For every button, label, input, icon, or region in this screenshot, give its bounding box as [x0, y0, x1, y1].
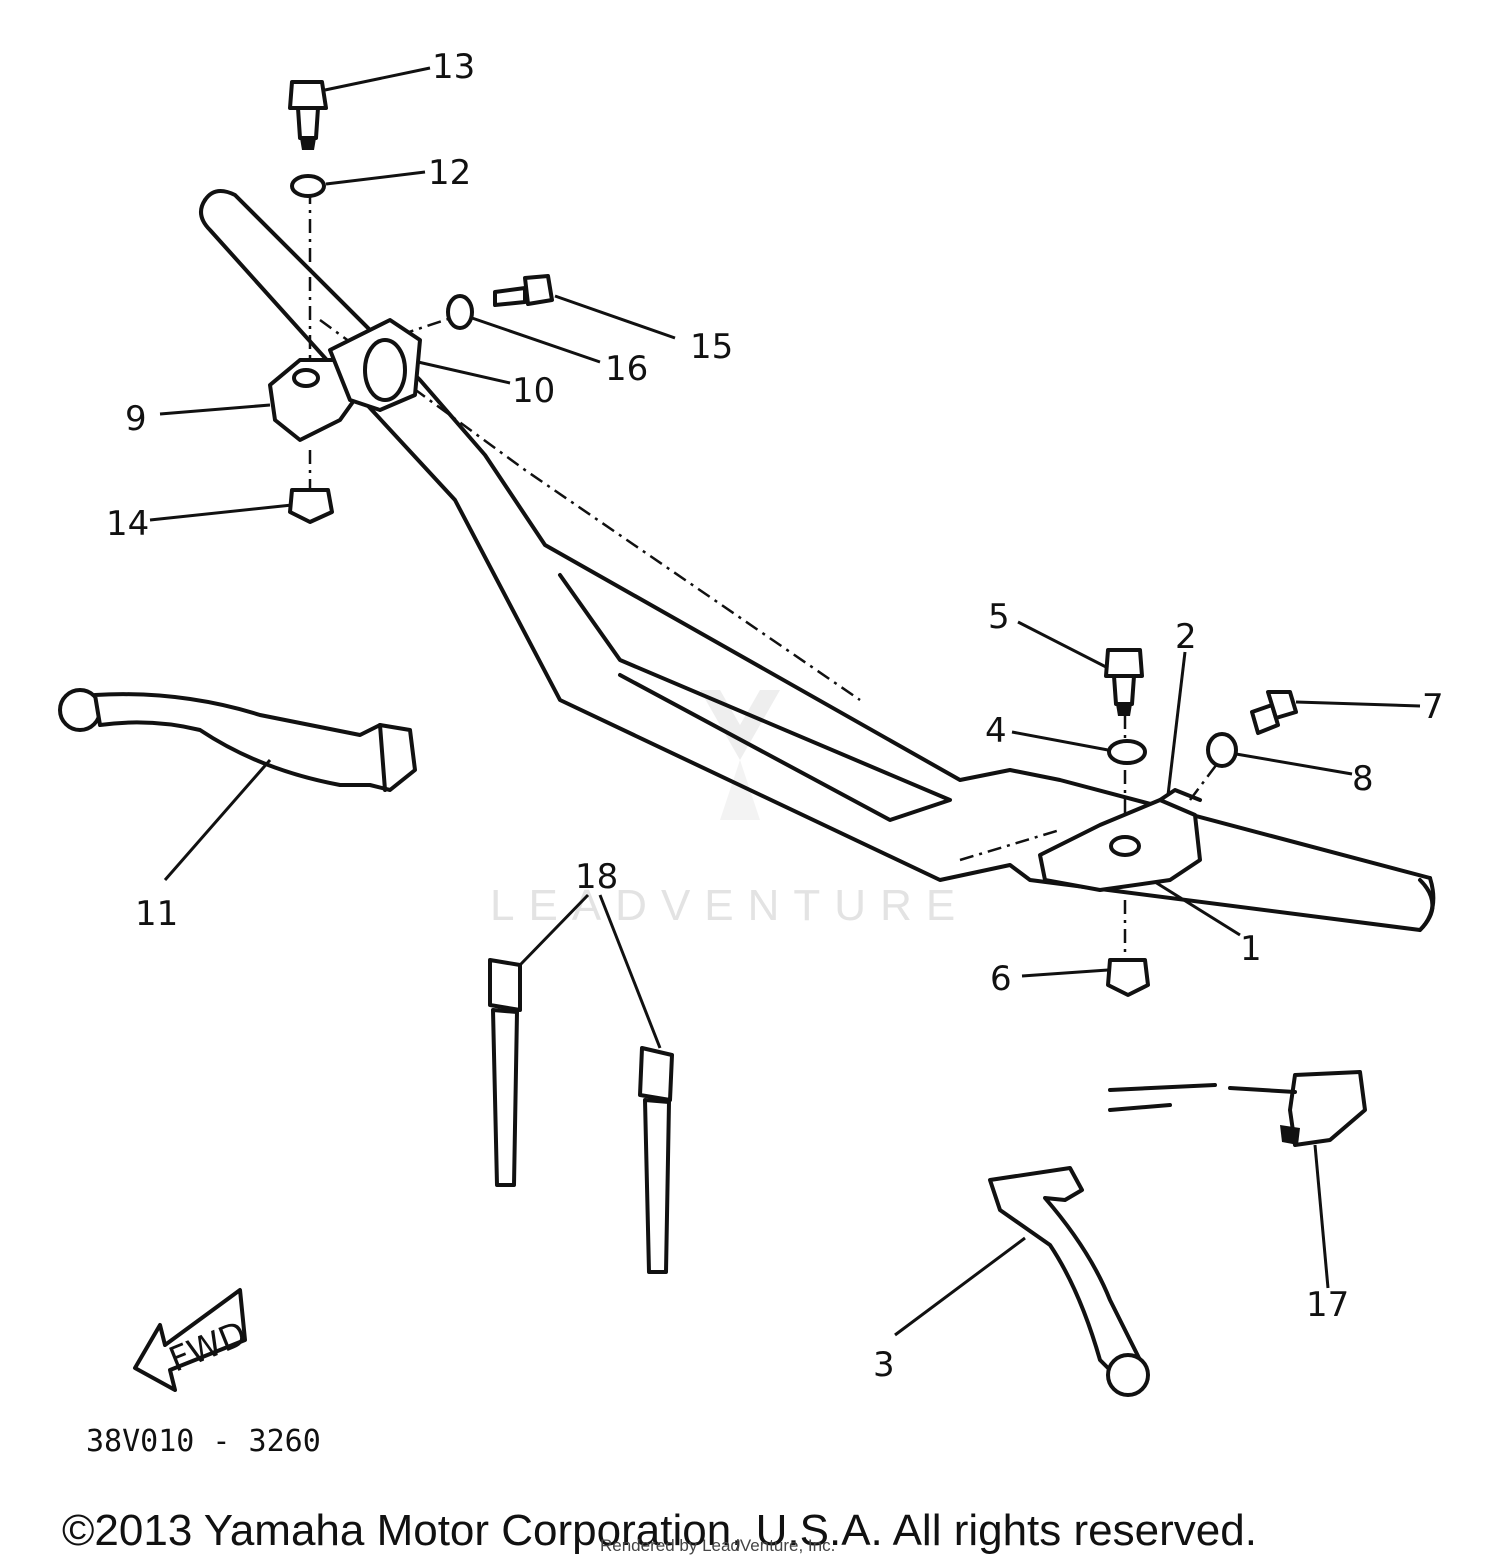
- bolt-15: [493, 274, 554, 307]
- brake-lever-3: [988, 1166, 1150, 1397]
- callout-14: 14: [106, 504, 149, 544]
- watermark-logo: [700, 690, 780, 820]
- nut-14: [288, 488, 334, 524]
- holder-9-10: [268, 318, 422, 442]
- diagram-code: 38V010 - 3260: [86, 1424, 321, 1459]
- washer-16: [446, 294, 474, 330]
- callout-18: 18: [575, 857, 618, 897]
- callout-6: 6: [990, 959, 1012, 999]
- callout-10: 10: [512, 371, 555, 411]
- render-credit: Rendered by LeadVenture, Inc.: [600, 1536, 836, 1555]
- callout-7: 7: [1422, 687, 1444, 727]
- callout-9: 9: [125, 399, 147, 439]
- callout-13: 13: [432, 47, 475, 87]
- clutch-lever-11: [58, 688, 417, 792]
- washer-12: [290, 174, 326, 198]
- bolt-7: [1250, 690, 1298, 735]
- callout-17: 17: [1306, 1285, 1349, 1325]
- nut-6: [1106, 958, 1150, 997]
- callout-5: 5: [988, 597, 1010, 637]
- callout-3: 3: [873, 1345, 895, 1385]
- callout-8: 8: [1352, 759, 1374, 799]
- cable-band-18-left: [488, 958, 522, 1187]
- callout-15: 15: [690, 327, 733, 367]
- watermark-text: LEADVENTURE: [490, 881, 969, 930]
- holder-1-2: [1038, 788, 1202, 892]
- bolt-5: [1104, 648, 1144, 716]
- callout-numbers: 1 2 3 4 5 6 7 8 9 10 11 12 13 14 15 16 1…: [106, 47, 1444, 1385]
- callout-16: 16: [605, 349, 648, 389]
- forward-arrow: FWD: [133, 1288, 252, 1392]
- washer-4: [1107, 739, 1147, 765]
- leader-lines: [149, 66, 1421, 1337]
- switch-17: [1108, 1070, 1367, 1147]
- handlebar: [199, 189, 1436, 932]
- callout-1: 1: [1240, 929, 1262, 969]
- callout-11: 11: [135, 894, 178, 934]
- cable-band-18-right: [638, 1046, 674, 1274]
- copyright-notice: ©2013 Yamaha Motor Corporation, U.S.A. A…: [62, 1506, 1257, 1555]
- callout-4: 4: [985, 711, 1007, 751]
- callout-12: 12: [428, 153, 471, 193]
- callout-2: 2: [1175, 617, 1197, 657]
- bolt-13: [288, 80, 328, 150]
- washer-8: [1206, 732, 1238, 768]
